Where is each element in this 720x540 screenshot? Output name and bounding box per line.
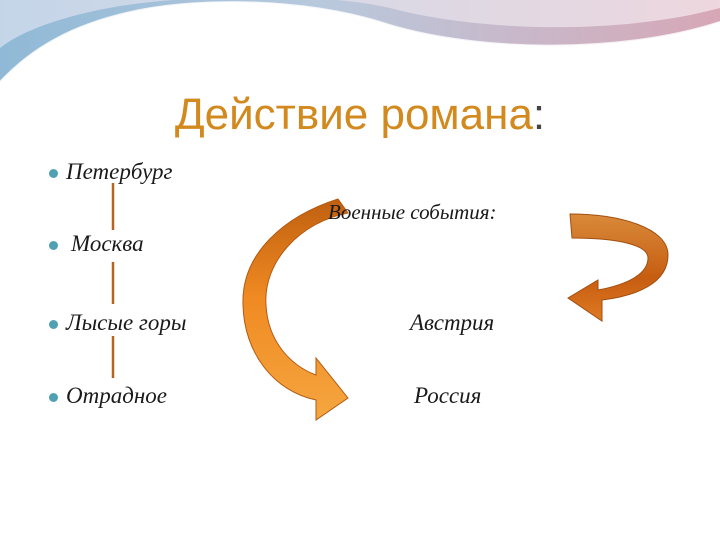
country-austria: Австрия [410,310,495,335]
location-item: Лысые горы [66,310,187,335]
arrow-left-curve [242,198,349,421]
slide-title-text: Действие романа [174,90,533,139]
slide-title-colon: : [532,90,546,139]
location-item: Отрадное [66,383,167,408]
country-russia: Россия [414,383,482,408]
military-events-label: Военные события: [328,200,497,224]
location-item: Петербург [66,159,173,184]
slide-title: Действие романа: [0,90,720,140]
bullet-marker [49,393,58,402]
bullet-marker [49,320,58,329]
arrow-right-curve [567,213,669,322]
bullet-marker [49,169,58,178]
bullet-marker [49,241,58,250]
location-item: Москва [71,231,144,256]
